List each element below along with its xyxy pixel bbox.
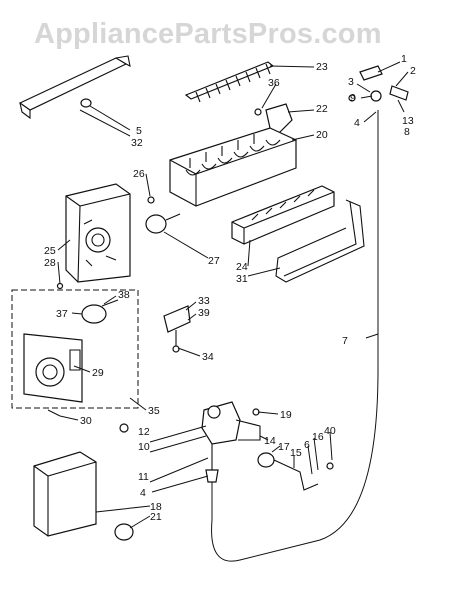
label-9: 9 [350,92,356,104]
label-19: 19 [280,409,292,421]
label-37: 37 [56,308,68,320]
assembly-35-outline [11,289,139,409]
label-10: 10 [138,441,150,453]
label-40: 40 [324,425,336,437]
label-23: 23 [316,61,328,73]
label-13: 13 [402,115,414,127]
label-5: 5 [136,125,142,137]
label-29: 29 [92,367,104,379]
part-27-motor [145,196,181,234]
label-31: 31 [236,273,248,285]
label-14: 14 [264,435,276,447]
part-31-wire [275,199,365,283]
label-8: 8 [404,126,410,138]
watermark-text: AppliancePartsPros.com [34,18,382,50]
label-15: 15 [290,447,302,459]
label-18: 18 [150,501,162,513]
label-30: 30 [80,415,92,427]
label-4-top: 4 [354,117,360,129]
label-22: 22 [316,103,328,115]
callout-labels: 1 2 3 9 4 13 8 23 36 22 20 5 32 26 25 28… [44,53,416,523]
label-25: 25 [44,245,56,257]
label-16: 16 [312,431,324,443]
part-23-ejector [184,61,275,103]
part-1-fitting [348,65,409,102]
label-3: 3 [348,76,354,88]
label-4-bottom: 4 [140,487,146,499]
label-38: 38 [118,289,130,301]
part-29-module [23,333,83,403]
part-20-mold [169,127,297,207]
label-20: 20 [316,129,328,141]
part-37-motor [81,299,119,324]
part-7-water-tube [211,110,379,562]
label-36: 36 [268,77,280,89]
part-18-cover [33,451,134,541]
part-22-bracket [254,103,293,135]
label-34: 34 [202,351,214,363]
label-2: 2 [410,65,416,77]
label-26: 26 [133,168,145,180]
label-6: 6 [304,439,310,451]
label-39: 39 [198,307,210,319]
label-1: 1 [401,53,407,65]
label-24: 24 [236,261,248,273]
leader-lines [47,61,409,529]
label-35: 35 [148,405,160,417]
label-33: 33 [198,295,210,307]
part-33-switch [163,305,191,353]
label-21: 21 [150,511,162,523]
label-11: 11 [138,471,149,483]
label-28: 28 [44,257,56,269]
part-15-tube-fitting [257,452,334,491]
part-24-heater [231,185,335,245]
label-12: 12 [138,426,150,438]
part-5-arm [18,55,131,120]
part-25-housing [56,183,131,290]
label-27: 27 [208,255,220,267]
label-32: 32 [131,137,143,149]
label-17: 17 [278,441,290,453]
label-7: 7 [342,335,348,347]
